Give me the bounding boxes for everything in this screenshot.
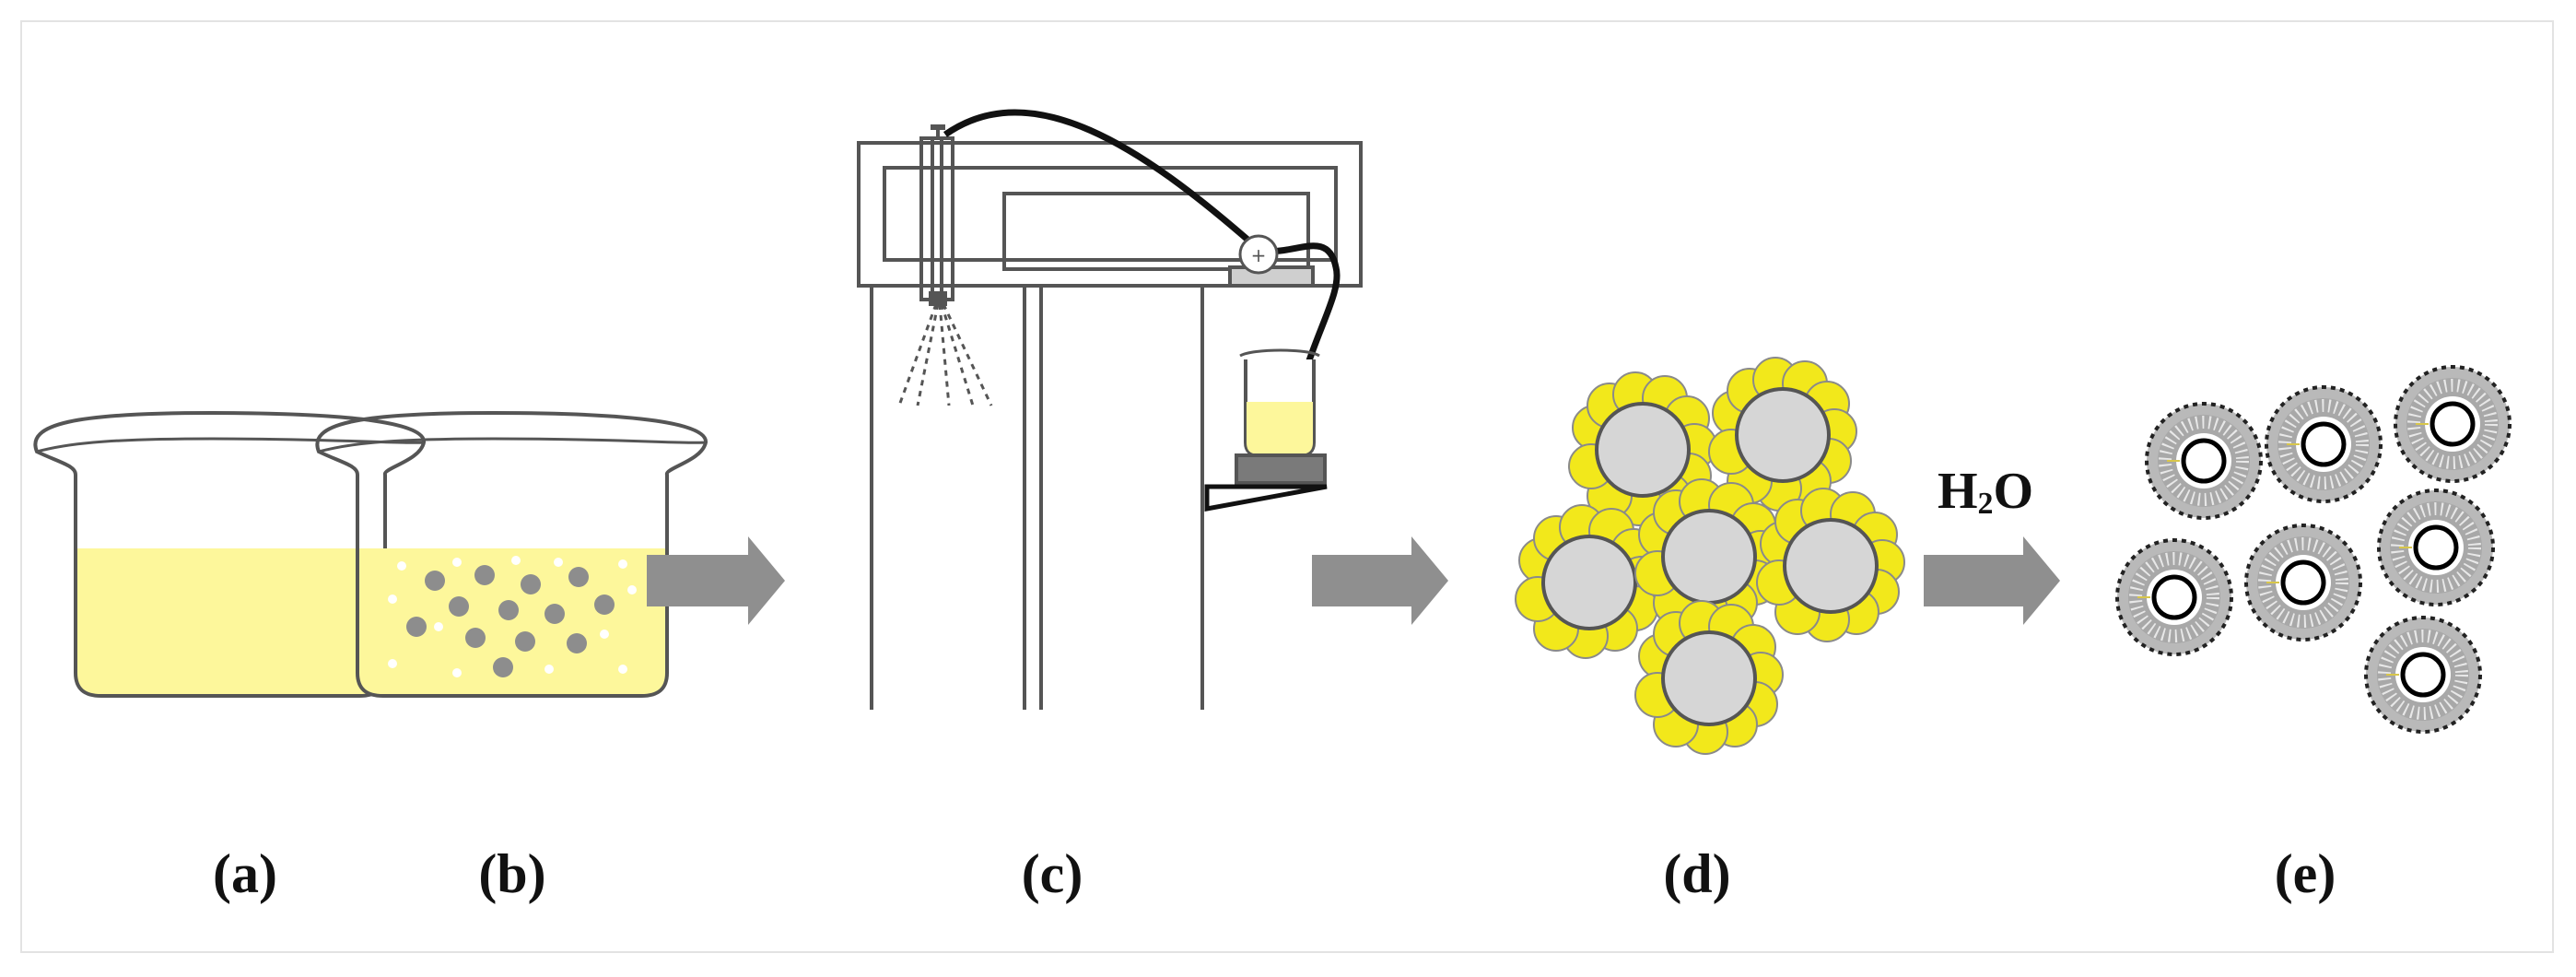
shell-particles <box>2117 367 2510 732</box>
process-arrow-1 <box>647 536 785 625</box>
pump-icon <box>1238 234 1279 275</box>
bubbles <box>388 556 637 677</box>
coated-particle <box>1633 599 1785 756</box>
label-c: (c) <box>1021 843 1083 904</box>
h2o-main: H <box>1937 463 1978 520</box>
label-e: (e) <box>2274 843 2336 904</box>
label-a: (a) <box>213 843 277 904</box>
hot-plate <box>1235 453 1327 485</box>
spray-dryer: + <box>857 109 1363 710</box>
shell-particle <box>2379 490 2493 605</box>
coated-particle <box>1755 487 1906 643</box>
shell-particle <box>2117 540 2231 654</box>
process-arrow-3 <box>1924 536 2060 625</box>
feed-beaker <box>1239 348 1320 457</box>
spray-cone <box>897 303 993 406</box>
coated-particles <box>1514 356 1906 756</box>
dispersed-particles <box>406 565 615 677</box>
label-b: (b) <box>478 843 546 904</box>
solution-a <box>76 548 385 696</box>
figure-frame <box>20 20 2554 953</box>
shell-particle <box>2395 367 2510 481</box>
shell-particle <box>2266 387 2381 501</box>
beaker-a <box>33 411 427 698</box>
h2o-subscript: 2 <box>1977 487 1994 521</box>
shell-particle <box>2366 618 2480 732</box>
label-d: (d) <box>1663 843 1731 904</box>
h2o-label: H2O <box>1916 465 2055 520</box>
h2o-tail: O <box>1993 463 2034 520</box>
beaker-b <box>315 411 708 698</box>
shell-particle <box>2246 525 2360 640</box>
svg-text:+: + <box>1251 244 1267 266</box>
solution-b <box>357 548 667 696</box>
process-arrow-2 <box>1312 536 1448 625</box>
shell-particle <box>2147 404 2261 518</box>
